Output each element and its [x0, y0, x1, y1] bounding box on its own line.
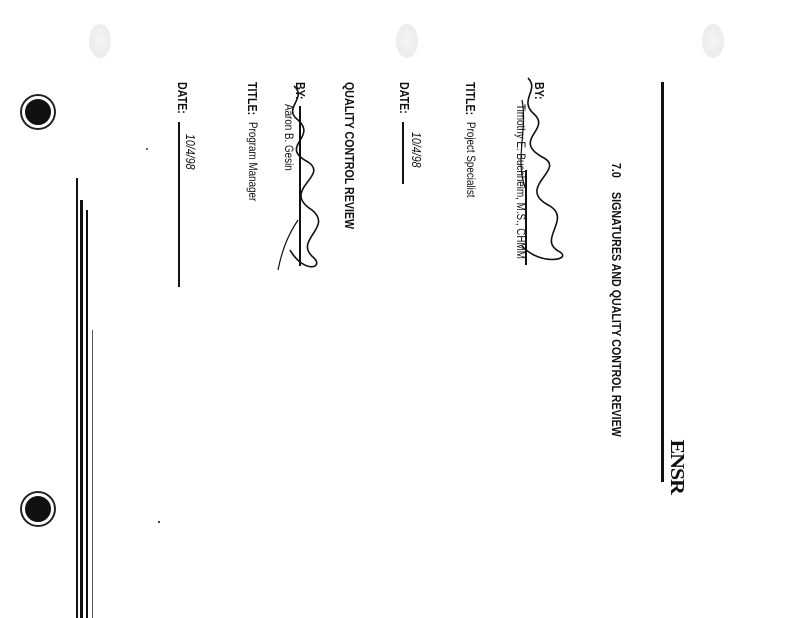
title-value: Project Specialist [464, 122, 478, 198]
date-value: 10/4/98 [409, 132, 424, 168]
qc-date-value: 10/4/98 [183, 134, 198, 170]
qc-heading: QUALITY CONTROL REVIEW [342, 82, 357, 230]
binding-line-3 [86, 210, 88, 618]
faint-hole-top-center [396, 24, 418, 58]
date-line [402, 122, 404, 184]
signature-scribble-1 [520, 77, 564, 261]
binding-line-4 [92, 330, 93, 618]
date-label: DATE: [397, 82, 412, 114]
binder-hole-upper [22, 96, 54, 128]
title-label: TITLE: [463, 82, 478, 116]
ensr-logo: ENSR [666, 439, 688, 494]
qc-date-label: DATE: [175, 82, 190, 114]
signature-scribble-2 [277, 85, 320, 271]
qc-title-label: TITLE: [245, 82, 260, 116]
section-number: 7.0 [609, 163, 624, 178]
qc-date-line [178, 122, 180, 287]
faint-hole-top-right [702, 24, 724, 58]
qc-title-value: Program Manager [246, 122, 260, 202]
faint-hole-top-left [89, 24, 111, 58]
speck [158, 521, 160, 523]
binder-hole-lower [22, 493, 54, 525]
header-rule [661, 82, 664, 482]
section-title: SIGNATURES AND QUALITY CONTROL REVIEW [609, 192, 624, 437]
speck [146, 148, 148, 150]
binding-line-2 [80, 200, 83, 618]
binding-line-1 [76, 178, 78, 618]
